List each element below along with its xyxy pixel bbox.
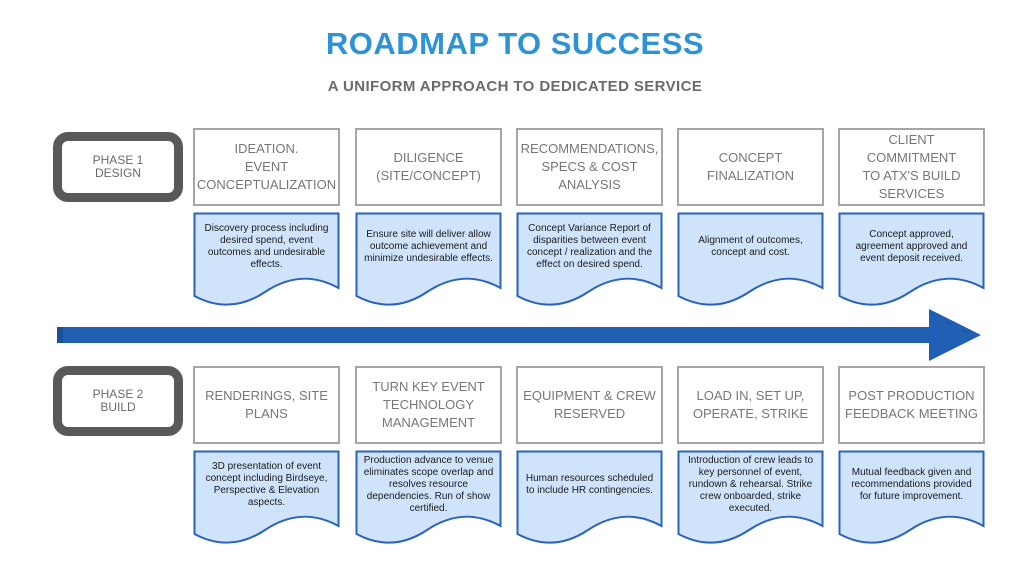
note-shape [838, 212, 985, 306]
page-subtitle: A UNIFORM APPROACH TO DEDICATED SERVICE [327, 78, 703, 95]
phase2-note-3: Human resources scheduled to include HR … [516, 450, 663, 546]
note-text: Production advance to venue eliminates s… [363, 455, 494, 514]
note-text: Alignment of outcomes, concept and cost. [698, 235, 803, 258]
arrow-body [63, 309, 981, 361]
phase1-note-3: Concept Variance Report of disparities b… [516, 212, 663, 308]
phase-2-label: PHASE 2 BUILD [92, 387, 144, 414]
phase1-step-3: RECOMMENDATIONS, SPECS & COST ANALYSIS [516, 128, 663, 206]
timeline-arrow [57, 309, 981, 361]
note-shape [355, 212, 502, 306]
step-title: POST PRODUCTION FEEDBACK MEETING [845, 388, 978, 421]
phase2-note-2: Production advance to venue eliminates s… [355, 450, 502, 546]
arrow-tail-cap [57, 327, 63, 343]
note-shape [516, 450, 663, 544]
note-text: Concept Variance Report of disparities b… [526, 223, 653, 270]
phase-1-badge: PHASE 1 DESIGN [53, 132, 183, 202]
phase1-note-1: Discovery process including desired spen… [193, 212, 340, 308]
note-shape [355, 450, 502, 544]
note-shape [193, 450, 340, 544]
phase2-step-2: TURN KEY EVENT TECHNOLOGY MANAGEMENT [355, 366, 502, 444]
phase1-note-5: Concept approved, agreement approved and… [838, 212, 985, 308]
phase1-step-4: CONCEPT FINALIZATION [677, 128, 824, 206]
note-text: Human resources scheduled to include HR … [525, 473, 654, 496]
phase-1-label: PHASE 1 DESIGN [92, 153, 144, 180]
step-title: RENDERINGS, SITE PLANS [205, 388, 328, 421]
note-shape [193, 212, 340, 306]
phase1-note-4: Alignment of outcomes, concept and cost. [677, 212, 824, 308]
step-title: CONCEPT FINALIZATION [706, 150, 795, 183]
phase2-note-5: Mutual feedback given and recommendation… [838, 450, 985, 546]
note-shape [838, 450, 985, 544]
step-title: DILIGENCE (SITE/CONCEPT) [376, 150, 481, 183]
note-text: 3D presentation of event concept includi… [205, 461, 328, 508]
note-text: Concept approved, agreement approved and… [855, 229, 968, 264]
phase2-note-4: Introduction of crew leads to key person… [677, 450, 824, 546]
step-title: RECOMMENDATIONS, SPECS & COST ANALYSIS [520, 141, 659, 192]
step-title: CLIENT COMMITMENT TO ATX'S BUILD SERVICE… [862, 132, 961, 201]
phase2-step-1: RENDERINGS, SITE PLANS [193, 366, 340, 444]
page-title: ROADMAP TO SUCCESS [325, 26, 705, 61]
note-text: Ensure site will deliver allow outcome a… [364, 229, 493, 264]
phase2-step-3: EQUIPMENT & CREW RESERVED [516, 366, 663, 444]
phase2-note-1: 3D presentation of event concept includi… [193, 450, 340, 546]
phase1-step-1: IDEATION. EVENT CONCEPTUALIZATION [193, 128, 340, 206]
phase1-note-2: Ensure site will deliver allow outcome a… [355, 212, 502, 308]
phase-2-badge: PHASE 2 BUILD [53, 366, 183, 436]
note-shape [516, 212, 663, 306]
step-title: TURN KEY EVENT TECHNOLOGY MANAGEMENT [372, 379, 485, 430]
note-shape [677, 450, 824, 544]
step-title: EQUIPMENT & CREW RESERVED [523, 388, 656, 421]
note-shape [677, 212, 824, 306]
step-title: IDEATION. EVENT CONCEPTUALIZATION [196, 141, 337, 192]
note-text: Discovery process including desired spen… [204, 223, 329, 270]
phase2-step-4: LOAD IN, SET UP, OPERATE, STRIKE [677, 366, 824, 444]
phase2-step-5: POST PRODUCTION FEEDBACK MEETING [838, 366, 985, 444]
step-title: LOAD IN, SET UP, OPERATE, STRIKE [692, 388, 809, 421]
phase1-step-5: CLIENT COMMITMENT TO ATX'S BUILD SERVICE… [838, 128, 985, 206]
phase1-step-2: DILIGENCE (SITE/CONCEPT) [355, 128, 502, 206]
note-text: Introduction of crew leads to key person… [687, 455, 814, 514]
note-text: Mutual feedback given and recommendation… [851, 467, 972, 502]
